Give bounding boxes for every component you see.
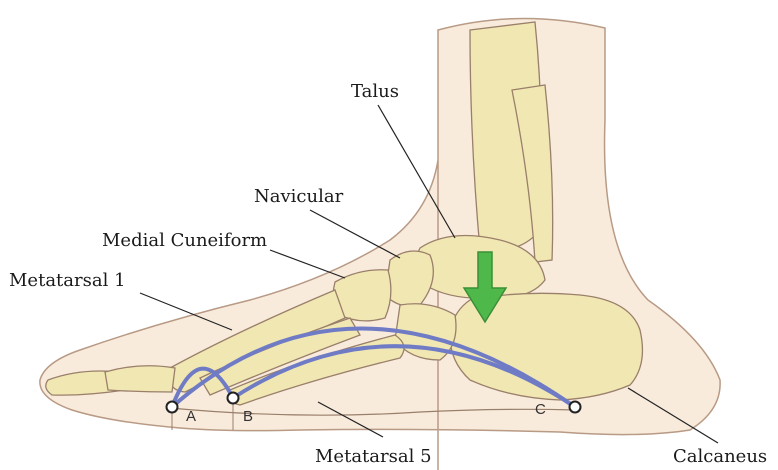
point-c-label: C — [535, 401, 546, 418]
label-navicular: Navicular — [254, 186, 344, 207]
point-c-marker — [570, 402, 581, 413]
point-a-label: A — [186, 408, 196, 425]
label-calcaneus: Calcaneus — [673, 446, 767, 467]
label-metatarsal-5: Metatarsal 5 — [315, 446, 432, 467]
point-b-marker — [228, 393, 239, 404]
leader-medial-cuneiform — [270, 250, 345, 278]
label-metatarsal-1: Metatarsal 1 — [9, 270, 126, 291]
label-talus: Talus — [351, 81, 399, 102]
label-medial-cuneiform: Medial Cuneiform — [102, 230, 267, 251]
phalanx-proximal — [105, 366, 175, 392]
point-a-marker — [167, 402, 178, 413]
leader-navicular — [310, 210, 400, 258]
point-b-label: B — [243, 408, 253, 425]
